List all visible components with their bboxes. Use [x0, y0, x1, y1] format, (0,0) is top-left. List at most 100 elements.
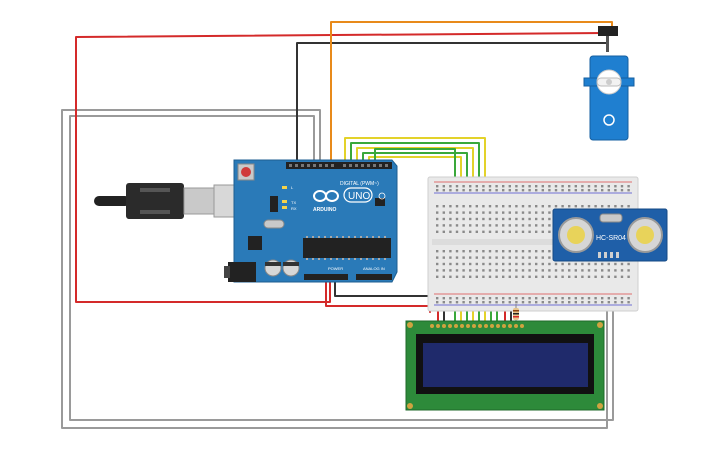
- breadboard-hole: [508, 262, 511, 266]
- breadboard-hole: [475, 256, 478, 259]
- breadboard-hole: [601, 269, 604, 272]
- breadboard-hole: [521, 301, 525, 304]
- breadboard-hole: [482, 217, 485, 221]
- breadboard-hole: [541, 275, 544, 278]
- servo-motor[interactable]: [583, 26, 635, 141]
- breadboard-hole: [535, 256, 538, 259]
- lcd-pin[interactable]: [514, 324, 518, 328]
- breadboard-hole: [535, 275, 538, 278]
- breadboard-hole: [462, 230, 465, 233]
- lcd-pin[interactable]: [520, 324, 524, 328]
- red-wire-servo[interactable]: [75, 32, 606, 303]
- breadboard-hole: [554, 205, 558, 208]
- lcd-display[interactable]: [405, 320, 605, 411]
- lcd-pin[interactable]: [442, 324, 446, 328]
- breadboard-hole: [521, 250, 525, 253]
- breadboard-hole: [442, 262, 445, 266]
- breadboard-hole: [548, 224, 551, 227]
- breadboard-hole: [508, 250, 511, 253]
- lcd-pin[interactable]: [430, 324, 434, 328]
- arduino-uno-board[interactable]: DIGITAL (PWM~) ARDUINO UNO TX RX L: [233, 159, 398, 283]
- black-wire-servo[interactable]: [296, 35, 609, 161]
- breadboard-hole: [541, 230, 544, 233]
- breadboard-hole: [469, 269, 472, 272]
- breadboard-hole: [449, 211, 452, 214]
- breadboard-hole: [568, 269, 571, 272]
- breadboard-hole: [627, 269, 630, 272]
- breadboard-hole: [436, 250, 439, 253]
- breadboard-hole: [535, 269, 538, 272]
- breadboard-hole: [515, 297, 518, 300]
- analog-header[interactable]: [356, 274, 392, 280]
- breadboard-hole: [449, 224, 452, 227]
- breadboard-hole: [528, 211, 531, 214]
- breadboard-hole: [488, 275, 492, 278]
- breadboard-hole: [521, 262, 525, 266]
- breadboard-hole: [607, 297, 610, 300]
- breadboard-hole: [535, 185, 538, 188]
- breadboard-hole: [462, 250, 465, 253]
- breadboard-hole: [495, 269, 498, 272]
- digital-label: DIGITAL (PWM~): [340, 181, 379, 187]
- breadboard-hole: [482, 262, 485, 266]
- breadboard-hole: [488, 297, 492, 300]
- power-header[interactable]: [304, 274, 348, 280]
- breadboard-hole: [614, 269, 617, 272]
- lcd-pin[interactable]: [466, 324, 470, 328]
- gray-wire-inner[interactable]: [69, 115, 614, 421]
- breadboard-hole: [535, 250, 538, 253]
- breadboard-hole: [587, 275, 591, 278]
- breadboard-hole: [502, 256, 505, 259]
- lcd-pin[interactable]: [436, 324, 440, 328]
- breadboard-hole: [462, 269, 465, 272]
- gray-wire-outer[interactable]: [61, 109, 608, 429]
- breadboard-hole: [449, 185, 452, 188]
- reset-button-icon[interactable]: [237, 163, 255, 181]
- breadboard-hole: [469, 224, 472, 227]
- breadboard-hole: [561, 205, 564, 208]
- breadboard-hole: [561, 185, 564, 188]
- breadboard-hole: [568, 189, 571, 192]
- lcd-pin[interactable]: [496, 324, 500, 328]
- breadboard-hole: [548, 297, 551, 300]
- lcd-pin[interactable]: [490, 324, 494, 328]
- breadboard-hole: [568, 275, 571, 278]
- lcd-pin[interactable]: [454, 324, 458, 328]
- digital-header[interactable]: [286, 162, 392, 169]
- breadboard-hole: [627, 189, 630, 192]
- black-wire-gnd[interactable]: [334, 281, 437, 303]
- lcd-pin[interactable]: [448, 324, 452, 328]
- breadboard-hole: [627, 185, 630, 188]
- lcd-pin[interactable]: [478, 324, 482, 328]
- lcd-pin[interactable]: [472, 324, 476, 328]
- breadboard-hole: [561, 189, 564, 192]
- breadboard-hole: [614, 297, 617, 300]
- breadboard-hole: [535, 230, 538, 233]
- lcd-pin[interactable]: [484, 324, 488, 328]
- breadboard-hole: [495, 297, 498, 300]
- breadboard-hole: [495, 211, 498, 214]
- breadboard-hole: [488, 230, 492, 233]
- lcd-pin[interactable]: [460, 324, 464, 328]
- dc-jack-icon[interactable]: [224, 262, 256, 282]
- breadboard-hole: [574, 185, 577, 188]
- breadboard-hole: [548, 185, 551, 188]
- breadboard-hole: [502, 224, 505, 227]
- breadboard-hole: [508, 275, 511, 278]
- breadboard-hole: [469, 205, 472, 208]
- breadboard-hole: [508, 297, 511, 300]
- breadboard-hole: [455, 269, 459, 272]
- lcd-pin[interactable]: [508, 324, 512, 328]
- breadboard-hole: [482, 230, 485, 233]
- breadboard-hole: [442, 224, 445, 227]
- breadboard-hole: [495, 250, 498, 253]
- lcd-pin[interactable]: [502, 324, 506, 328]
- breadboard-hole: [581, 262, 584, 266]
- usb-plug-icon[interactable]: [94, 183, 255, 219]
- breadboard-hole: [482, 297, 485, 300]
- breadboard-hole: [462, 301, 465, 304]
- ultrasonic-sensor[interactable]: HC-SR04: [552, 208, 668, 262]
- breadboard-hole: [436, 205, 439, 208]
- breadboard-hole: [541, 189, 544, 192]
- breadboard-hole: [502, 185, 505, 188]
